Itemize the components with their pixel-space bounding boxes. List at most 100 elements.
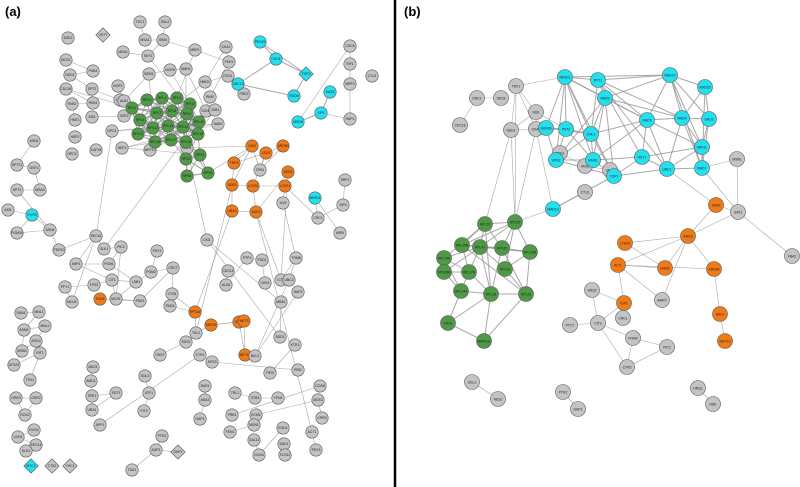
node-circle-shape xyxy=(221,69,235,83)
node-circle-shape xyxy=(203,90,217,104)
node-circle-shape xyxy=(249,205,263,219)
node-label: CTR1 xyxy=(196,353,205,357)
node-label: PGM2 xyxy=(628,336,638,340)
network-edge xyxy=(564,76,594,161)
network-edge xyxy=(75,263,113,281)
node-circle-shape xyxy=(313,379,327,393)
node-circle-shape xyxy=(522,244,538,260)
network-node-fen1: FEN1 xyxy=(223,425,237,439)
node-circle-shape xyxy=(180,107,194,121)
network-node-hsp2: HSP2 xyxy=(68,130,82,144)
node-label: RPL9 xyxy=(183,112,192,116)
node-circle-shape xyxy=(27,161,41,175)
node-circle-shape xyxy=(507,214,523,230)
node-circle-shape xyxy=(59,82,73,96)
node-label: CDH1 xyxy=(271,57,280,61)
network-node-rtt1: RTT1 xyxy=(590,72,606,88)
node-circle-shape xyxy=(343,39,357,53)
network-edge xyxy=(255,171,289,213)
network-node-met10: MET10 xyxy=(238,348,252,362)
network-node-crc1: CRC1 xyxy=(311,211,325,225)
node-label: RPL17 xyxy=(166,138,176,142)
network-node-pde1: PDE1 xyxy=(133,294,147,308)
network-node-chs7: CHS7 xyxy=(153,348,167,362)
network-node-caf16: CAF16 xyxy=(89,143,103,157)
node-label: GAL11 xyxy=(249,438,259,442)
network-node-rpl3: RPL3 xyxy=(155,91,169,105)
node-label: SIP1 xyxy=(317,111,324,115)
node-circle-shape xyxy=(138,33,152,47)
network-node-erc2: ERC2 xyxy=(469,90,485,106)
node-label: RAD10 xyxy=(665,73,676,77)
network-node-leu2: LEU2 xyxy=(259,146,273,160)
network-node-rps25: RPS25 xyxy=(507,214,523,230)
node-label: SSD1 xyxy=(276,335,285,339)
network-node-sip4: SIP4 xyxy=(336,198,350,212)
node-circle-shape xyxy=(508,78,524,94)
node-circle-shape xyxy=(365,69,379,83)
node-circle-shape xyxy=(142,67,156,81)
node-circle-shape xyxy=(59,53,73,67)
node-label: URA1 xyxy=(87,408,96,412)
panel-b-network: TEF1SIS1SEC8ERC2CDC16DED1CKA1RAD1IRS5UBA… xyxy=(436,67,800,417)
network-node-gre2: GRE2 xyxy=(29,391,43,405)
network-node-snl2: SNL2 xyxy=(158,15,172,29)
network-node-cos8: COS8 xyxy=(313,379,327,393)
node-circle-shape xyxy=(694,139,710,155)
node-circle-shape xyxy=(23,373,37,387)
node-diamond-shape xyxy=(95,27,111,43)
node-label: PTR2 xyxy=(559,390,568,394)
network-node-rad18: RAD18 xyxy=(697,79,713,95)
node-label: TKL2 xyxy=(192,331,200,335)
node-circle-shape xyxy=(58,280,72,294)
network-node-ecm1: ECM1 xyxy=(249,408,263,422)
network-edge xyxy=(206,239,282,303)
node-circle-shape xyxy=(65,147,79,161)
network-node-mip6: MIP6 xyxy=(333,226,347,240)
node-label: PRB1 xyxy=(228,413,237,417)
node-label: MSB1 xyxy=(732,157,741,161)
network-edge xyxy=(597,79,648,121)
node-label: CTU1 xyxy=(368,74,377,78)
node-label: MBA1 xyxy=(276,300,285,304)
network-edge xyxy=(139,267,174,302)
node-label: MSA1 xyxy=(140,38,149,42)
node-circle-shape xyxy=(278,448,292,462)
node-label: CHS7 xyxy=(155,353,164,357)
network-node-ser33: SER33 xyxy=(204,318,218,332)
node-circle-shape xyxy=(694,160,710,176)
network-node-rpl11: RPL11 xyxy=(131,127,145,141)
node-label: BUL2 xyxy=(251,354,260,358)
node-label: HHO1 xyxy=(443,321,453,325)
network-node-fkh1: FKH1 xyxy=(222,55,236,69)
network-edge xyxy=(259,41,307,75)
node-circle-shape xyxy=(191,127,205,141)
node-circle-shape xyxy=(245,139,259,153)
node-label: SPT3 xyxy=(13,188,22,192)
node-circle-shape xyxy=(150,106,164,120)
network-node-gsf2: GSF2 xyxy=(117,109,131,123)
network-node-crc1: CRC1 xyxy=(615,310,631,326)
network-node-pgm2: PGM2 xyxy=(625,330,641,346)
node-circle-shape xyxy=(662,67,678,83)
node-label: CRC1 xyxy=(313,216,322,220)
network-node-lys20: LYS20 xyxy=(246,179,260,193)
node-label: GAP1 xyxy=(573,407,582,411)
node-circle-shape xyxy=(617,235,633,251)
network-node-sgl2: SGL2 xyxy=(464,374,480,390)
node-circle-shape xyxy=(150,244,164,258)
node-label: RPL19B xyxy=(456,243,469,247)
network-node-fit2: FIT2 xyxy=(137,404,151,418)
node-circle-shape xyxy=(657,260,673,276)
node-circle-shape xyxy=(240,251,254,265)
node-label: UBC3 xyxy=(284,278,293,282)
node-label: MSB4 xyxy=(17,349,26,353)
node-label: NOP1 xyxy=(113,84,122,88)
node-circle-shape xyxy=(548,152,564,168)
panel-b-edges xyxy=(443,74,793,410)
network-node-ldh1: LDH1 xyxy=(11,430,25,444)
node-circle-shape xyxy=(237,87,251,101)
network-node-rps2: RPS2 xyxy=(179,152,193,166)
network-node-sip1: SIP1 xyxy=(314,106,328,120)
network-node-hmt1: HMT1 xyxy=(68,113,82,127)
